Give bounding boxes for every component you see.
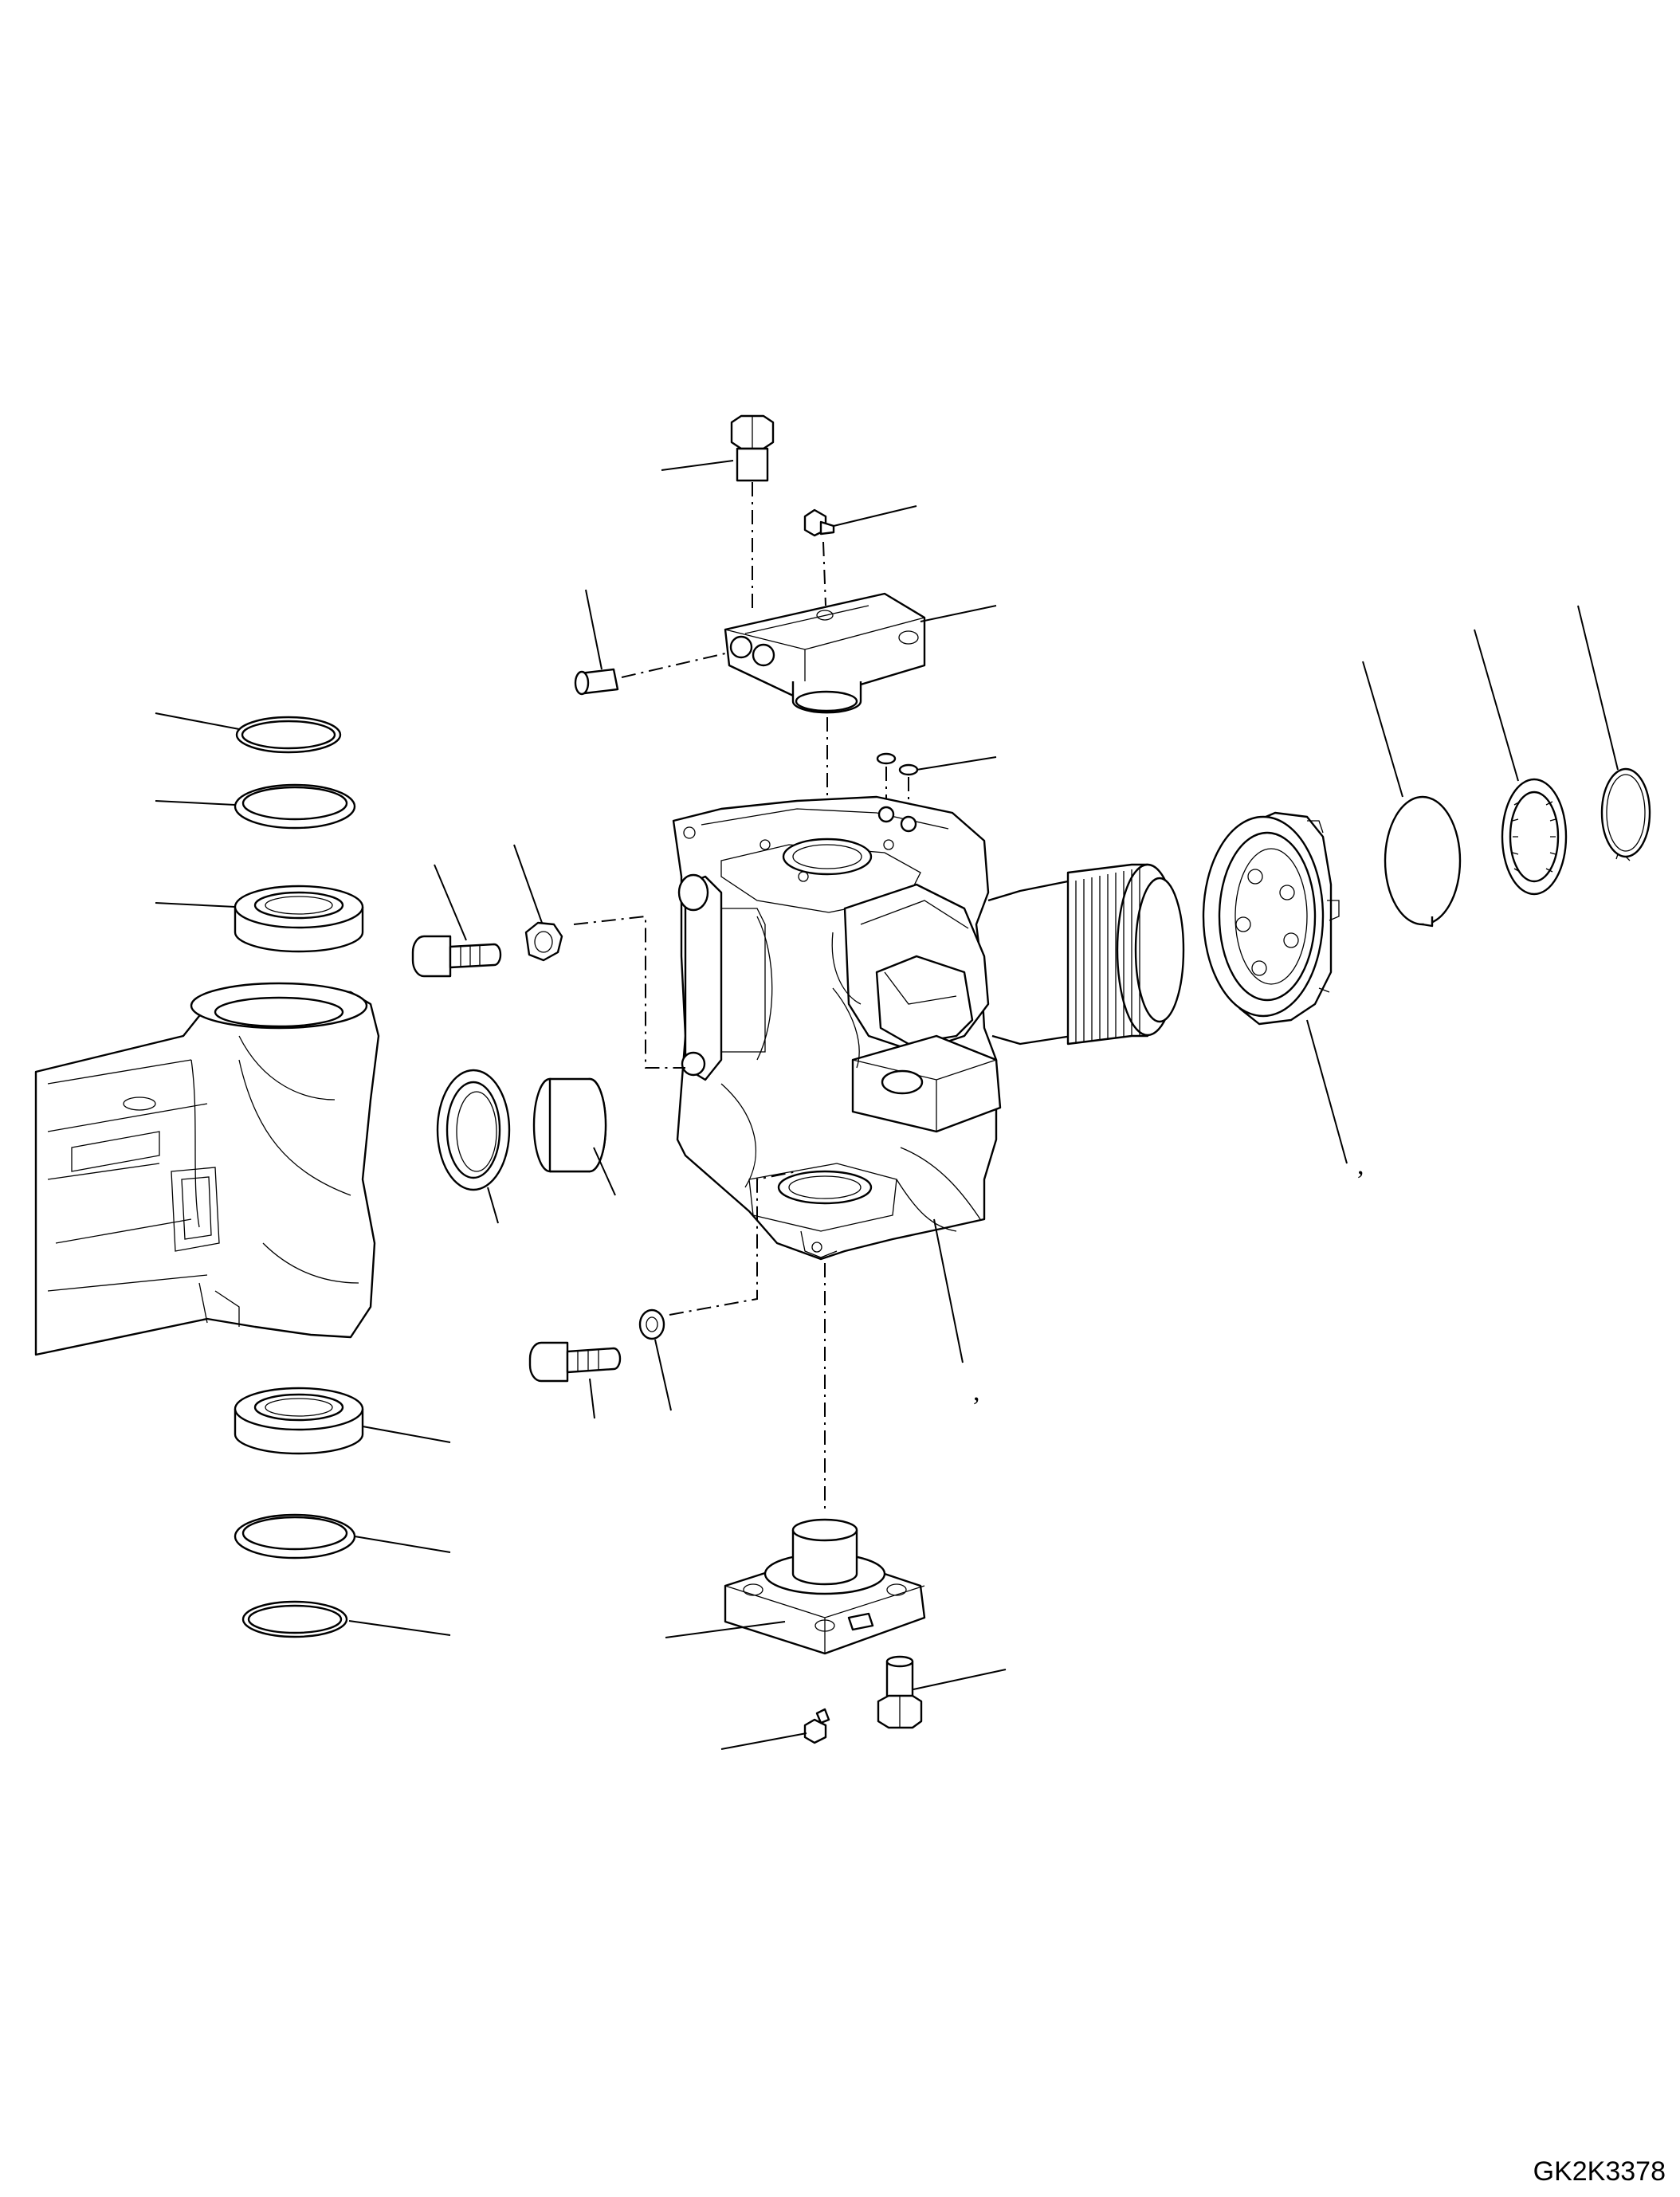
snap-ring — [1600, 767, 1651, 861]
lock-plate — [1501, 778, 1568, 896]
lower-o-ring — [241, 1600, 348, 1638]
upper-o-ring — [235, 716, 342, 754]
callout-mark-hub: , — [1357, 1151, 1364, 1180]
upper-king-pin-cap — [724, 592, 926, 714]
upper-cap-bolt — [730, 414, 775, 482]
fitting-center-line — [822, 541, 826, 606]
knuckle-bolt-line — [573, 915, 685, 1069]
lower-seal-ring — [234, 1513, 356, 1559]
upper-grease-fitting — [803, 508, 835, 537]
upper-seal-ring — [234, 783, 356, 830]
steering-knuckle — [672, 795, 1002, 1261]
hub-carrier — [1202, 811, 1340, 1026]
oil-seal — [436, 1069, 511, 1191]
upper-bearing — [234, 885, 364, 953]
lower-king-pin-cap — [724, 1518, 926, 1655]
callout-mark-knuckle: , — [973, 1377, 980, 1406]
thrust-washer — [1384, 795, 1462, 928]
lower-washer-line — [669, 1171, 798, 1316]
lower-stopper-bolt — [528, 1341, 622, 1383]
leader-lines — [155, 460, 1619, 1750]
lower-grease-fitting — [803, 1708, 830, 1744]
lock-nut — [524, 921, 563, 962]
plain-washer — [638, 1308, 665, 1340]
drawing-code: GK2K3378 — [1533, 2156, 1666, 2187]
small-washers — [876, 752, 919, 821]
lower-cap-bolt — [877, 1655, 923, 1729]
stopper-bolt — [411, 935, 502, 978]
spindle-shaft — [987, 863, 1185, 1046]
shim-pin-line — [621, 653, 726, 678]
bushing — [532, 1077, 607, 1173]
shim-pin — [574, 668, 619, 696]
lower-bearing — [234, 1387, 364, 1455]
axle-housing — [34, 982, 380, 1356]
